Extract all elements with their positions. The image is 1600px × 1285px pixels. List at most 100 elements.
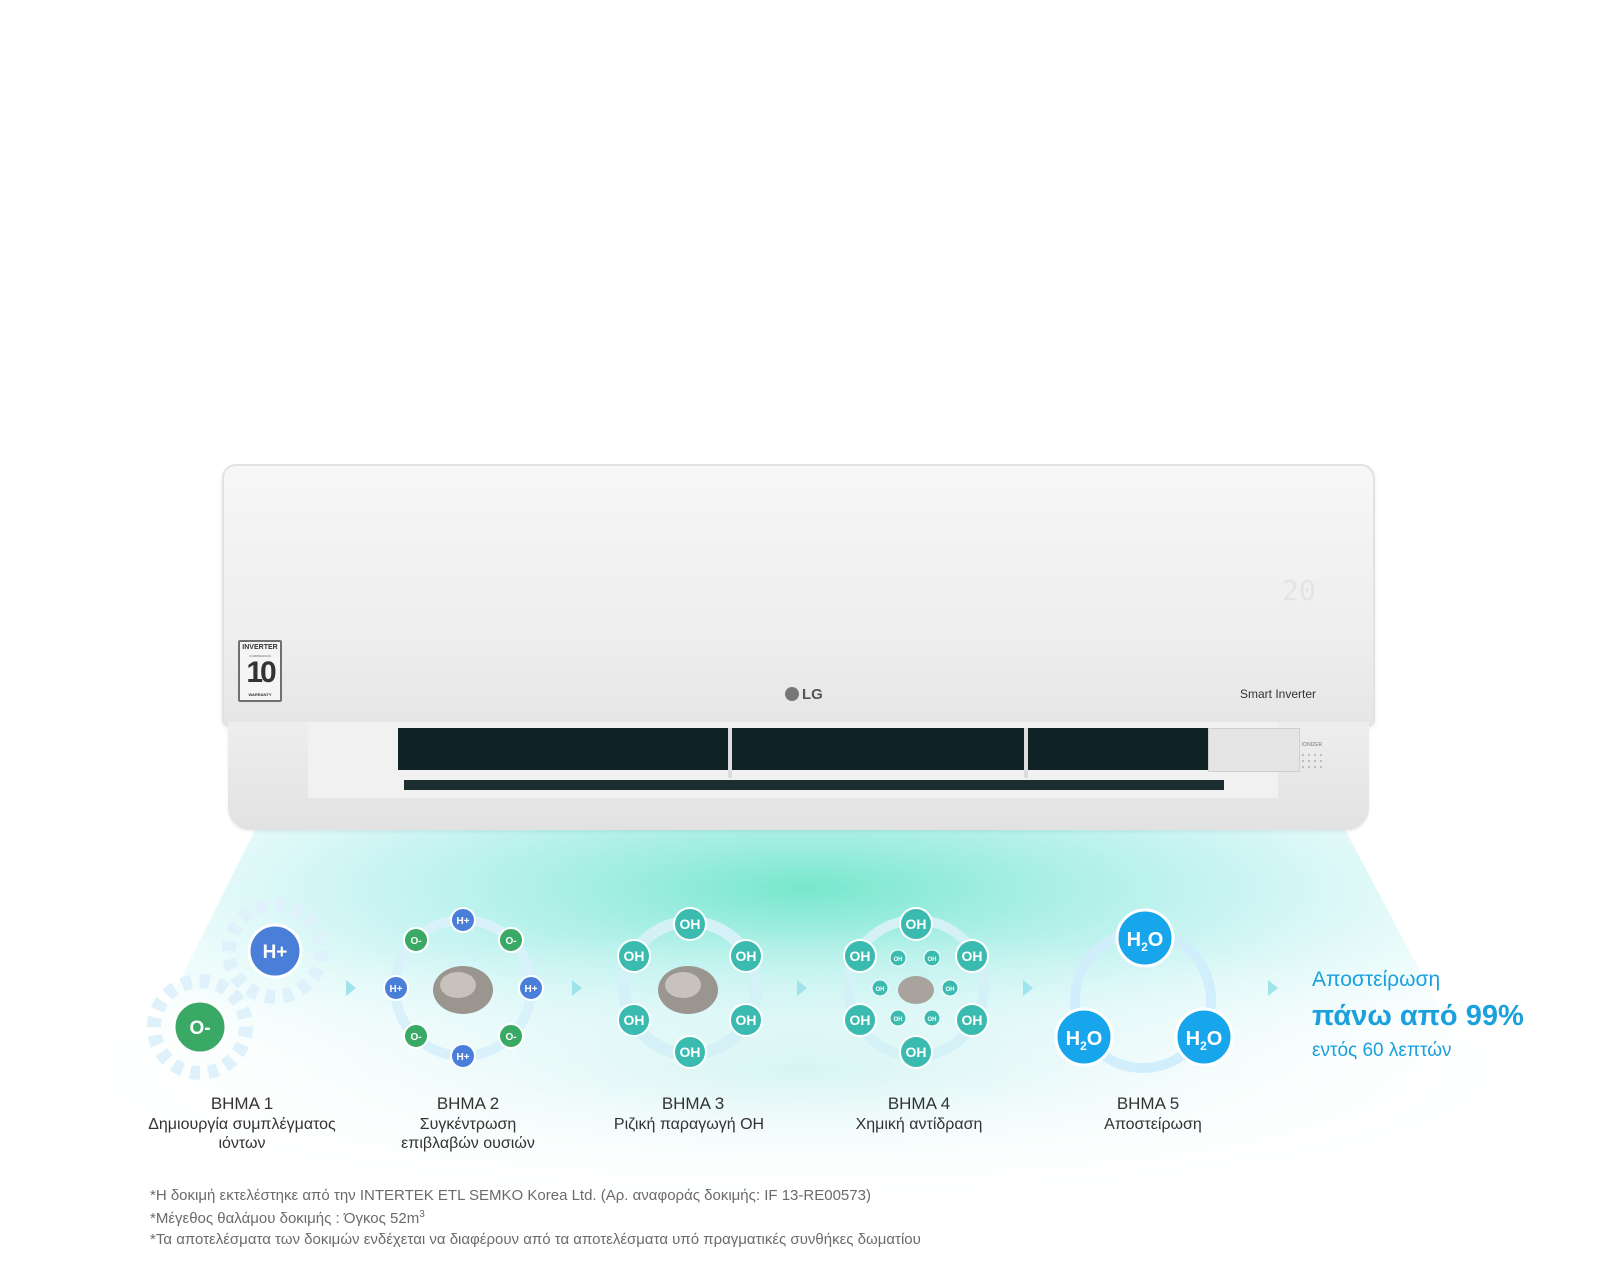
lg-face-icon (785, 687, 799, 701)
step1-description: Δημιουργία συμπλέγματος ιόντων (122, 1115, 362, 1153)
badge-line3: WARRANTY (248, 692, 272, 697)
step3-title: ΒΗΜΑ 3 (661, 1094, 725, 1113)
h2o-icon (1174, 1007, 1234, 1067)
oh-label: OH (736, 1012, 757, 1028)
step3-description: Ριζική παραγωγή ΟΗ (613, 1116, 765, 1133)
svg-text:H2O: H2O (1186, 1028, 1223, 1053)
h2o-h: H (1127, 929, 1141, 951)
result-duration: εντός 60 λεπτών (1312, 1040, 1452, 1061)
step5-h2o-result: H2O H2O H2O (1054, 908, 1234, 1073)
step2-desc-line1: Συγκέντρωση (419, 1116, 517, 1133)
ionizer-label: IONIZER (1301, 742, 1323, 748)
step1-title: ΒΗΜΑ 1 (210, 1094, 274, 1113)
h-plus-ion-icon (247, 923, 303, 979)
step4-description: Χημική αντίδραση (855, 1116, 983, 1133)
arrow-icon (346, 980, 356, 996)
result-percentage: πάνω από 99% (1312, 1000, 1524, 1032)
oh-small-label: OH (894, 957, 903, 963)
result-heading: Αποστείρωση (1312, 968, 1441, 991)
vent-divider (728, 728, 732, 778)
vent-divider (1024, 728, 1028, 778)
step2-title: ΒΗΜΑ 2 (436, 1094, 500, 1113)
air-vent (308, 722, 1300, 798)
footnote-disclaimer: *Τα αποτελέσματα των δοκιμών ενδέχεται ν… (150, 1231, 921, 1248)
oh-label: OH (850, 948, 871, 964)
o-minus-label: O- (410, 1032, 421, 1043)
model-label: Smart Inverter (1240, 687, 1317, 701)
vent-flap (1208, 728, 1300, 772)
h-plus-label: H+ (456, 1052, 469, 1063)
step4-title: ΒΗΜΑ 4 (887, 1094, 951, 1113)
step2-concentration: H+ H+ H+ H+ O- O- O- O- (383, 907, 544, 1069)
oh-label: OH (624, 948, 645, 964)
footnote-chamber-text: *Μέγεθος θαλάμου δοκιμής : Όγκος 52m (150, 1210, 420, 1227)
step1-ion-cluster: O- H+ (147, 898, 328, 1080)
h2o-sub: 2 (1080, 1039, 1087, 1053)
o-minus-label: O- (505, 1032, 516, 1043)
oh-label: OH (906, 916, 927, 932)
o-minus-ion-icon (172, 999, 228, 1055)
oh-label: OH (736, 948, 757, 964)
arrow-icon (1023, 980, 1033, 996)
step1-desc-line2: ιόντων (218, 1135, 266, 1152)
oh-label: OH (624, 1012, 645, 1028)
h-plus-label: H+ (389, 984, 402, 995)
oh-small-label: OH (928, 1017, 937, 1023)
step3-oh-production: OH OH OH OH OH OH (617, 907, 763, 1069)
step2-desc-line2: επιβλαβών ουσιών (401, 1135, 535, 1152)
footnote-chamber-sup: 3 (419, 1209, 425, 1220)
h2o-o: O (1207, 1028, 1223, 1050)
h2o-h: H (1186, 1028, 1200, 1050)
h-plus-label: H+ (456, 916, 469, 927)
oh-label: OH (680, 1044, 701, 1060)
warranty-badge: INVERTER COMPRESSOR 10 WARRANTY (238, 640, 282, 702)
oh-label: OH (680, 916, 701, 932)
o-minus-label: O- (505, 936, 516, 947)
o-minus-ion-label: O- (189, 1018, 210, 1039)
arrow-icon (1268, 980, 1278, 996)
oh-small-label: OH (928, 957, 937, 963)
temperature-display: 20 (1282, 574, 1316, 607)
oh-small-label: OH (876, 987, 885, 993)
dust-particle-icon (898, 976, 934, 1004)
vent-opening (398, 728, 1218, 770)
h-plus-ion-label: H+ (263, 942, 288, 963)
footnote-test-lab: *Η δοκιμή εκτελέστηκε από την INTERTEK E… (150, 1187, 871, 1204)
oh-label: OH (906, 1044, 927, 1060)
oh-label: OH (962, 948, 983, 964)
badge-line2: COMPRESSOR (249, 654, 271, 658)
step1-desc-line1: Δημιουργία συμπλέγματος (148, 1116, 336, 1133)
h-plus-label: H+ (524, 984, 537, 995)
footnote-chamber-size: *Μέγεθος θαλάμου δοκιμής : Όγκος 52m3 (150, 1209, 425, 1227)
step5-description: Αποστείρωση (1104, 1116, 1202, 1133)
h2o-icon (1115, 908, 1175, 968)
step2-description: Συγκέντρωση επιβλαβών ουσιών (348, 1115, 588, 1153)
brand-name: LG (802, 686, 823, 703)
step5-title: ΒΗΜΑ 5 (1116, 1094, 1180, 1113)
svg-text:H2O: H2O (1066, 1028, 1103, 1053)
brand-logo: LG (785, 686, 823, 703)
h2o-o: O (1148, 929, 1164, 951)
oh-small-label: OH (946, 987, 955, 993)
h2o-sub: 2 (1141, 940, 1148, 954)
vent-slot (404, 780, 1224, 790)
arrow-icon (797, 980, 807, 996)
h2o-o: O (1087, 1028, 1103, 1050)
badge-number: 10 (246, 656, 276, 689)
oh-label: OH (850, 1012, 871, 1028)
step4-chemical-reaction: OH OH OH OH OH OH OH OH OH OH OH OH (843, 907, 989, 1069)
o-minus-label: O- (410, 936, 421, 947)
sterilization-steps-illustration: O- H+ H+ H+ H+ H+ O- O- O- O- OH OH OH O… (147, 898, 1278, 1080)
arrow-icon (572, 980, 582, 996)
h2o-h: H (1066, 1028, 1080, 1050)
oh-label: OH (962, 1012, 983, 1028)
svg-text:H2O: H2O (1127, 929, 1164, 954)
badge-line1: INVERTER (242, 644, 278, 651)
oh-small-label: OH (894, 1017, 903, 1023)
h2o-sub: 2 (1200, 1039, 1207, 1053)
ac-vent-section: IONIZER (228, 722, 1369, 830)
ac-front-panel: INVERTER COMPRESSOR 10 WARRANTY 20 LG Sm… (222, 464, 1375, 726)
ionizer-icon (1300, 752, 1324, 770)
air-conditioner-unit: INVERTER COMPRESSOR 10 WARRANTY 20 LG Sm… (222, 464, 1375, 830)
